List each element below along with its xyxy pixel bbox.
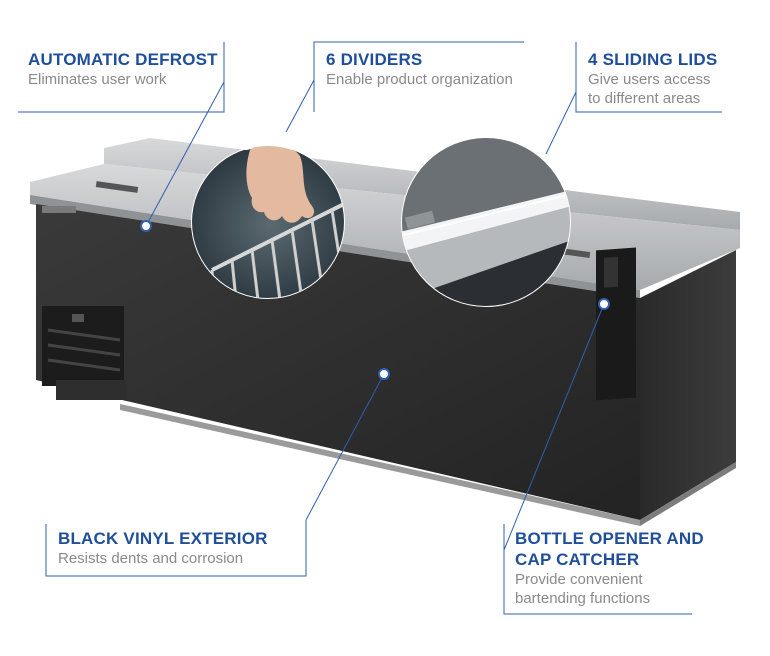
callout-title: 6 DIVIDERS	[326, 50, 423, 69]
leader-exterior	[45, 520, 307, 577]
hotspot-exterior	[378, 368, 390, 380]
callout-desc: Eliminates user work	[28, 71, 167, 88]
leader-opener-diag	[503, 303, 605, 551]
dividers-zoom	[191, 145, 345, 299]
callout-black-vinyl-exterior: BLACK VINYL EXTERIOR Resists dents and c…	[58, 528, 268, 568]
cabinet-side	[640, 250, 736, 520]
cabinet-base-side	[640, 462, 736, 526]
callout-title: BOTTLE OPENER AND	[515, 529, 704, 548]
cabinet-base	[120, 404, 640, 526]
sliding-lids-zoom	[401, 137, 571, 307]
callout-title: 4 SLIDING LIDS	[588, 50, 718, 69]
leader-dividers-diag	[285, 79, 315, 133]
callout-desc: to different areas	[588, 90, 701, 107]
callout-desc: bartending functions	[515, 590, 651, 607]
callout-title: BLACK VINYL EXTERIOR	[58, 529, 268, 548]
leader-lids	[575, 42, 722, 113]
callout-title: AUTOMATIC DEFROST	[28, 50, 218, 69]
callout-automatic-defrost: AUTOMATIC DEFROST Eliminates user work	[28, 49, 218, 89]
leader-lids-diag	[545, 91, 577, 155]
callout-desc: Provide convenient	[515, 571, 643, 588]
brand-plate	[42, 206, 76, 213]
leader-defrost-diag	[145, 81, 225, 227]
callout-6-dividers: 6 DIVIDERS Enable product organization	[326, 49, 513, 89]
thermostat-switch	[72, 314, 84, 322]
lid-handle	[559, 247, 591, 259]
callout-4-sliding-lids: 4 SLIDING LIDS Give users access to diff…	[588, 49, 717, 108]
callout-desc: Enable product organization	[326, 71, 513, 88]
hotspot-opener	[598, 298, 610, 310]
cap-catcher	[604, 256, 618, 288]
callout-desc: Give users access	[588, 71, 711, 88]
leader-opener	[503, 524, 692, 615]
hotspot-defrost	[140, 220, 152, 232]
leader-exterior-diag	[305, 373, 385, 521]
callout-title: CAP CATCHER	[515, 550, 640, 569]
kick-vent	[56, 380, 126, 400]
leader-defrost	[18, 42, 225, 113]
leader-dividers	[313, 41, 524, 112]
callout-desc: Resists dents and corrosion	[58, 550, 244, 567]
lid-handle	[95, 181, 139, 193]
callout-bottle-opener: BOTTLE OPENER AND CAP CATCHER Provide co…	[515, 528, 704, 608]
